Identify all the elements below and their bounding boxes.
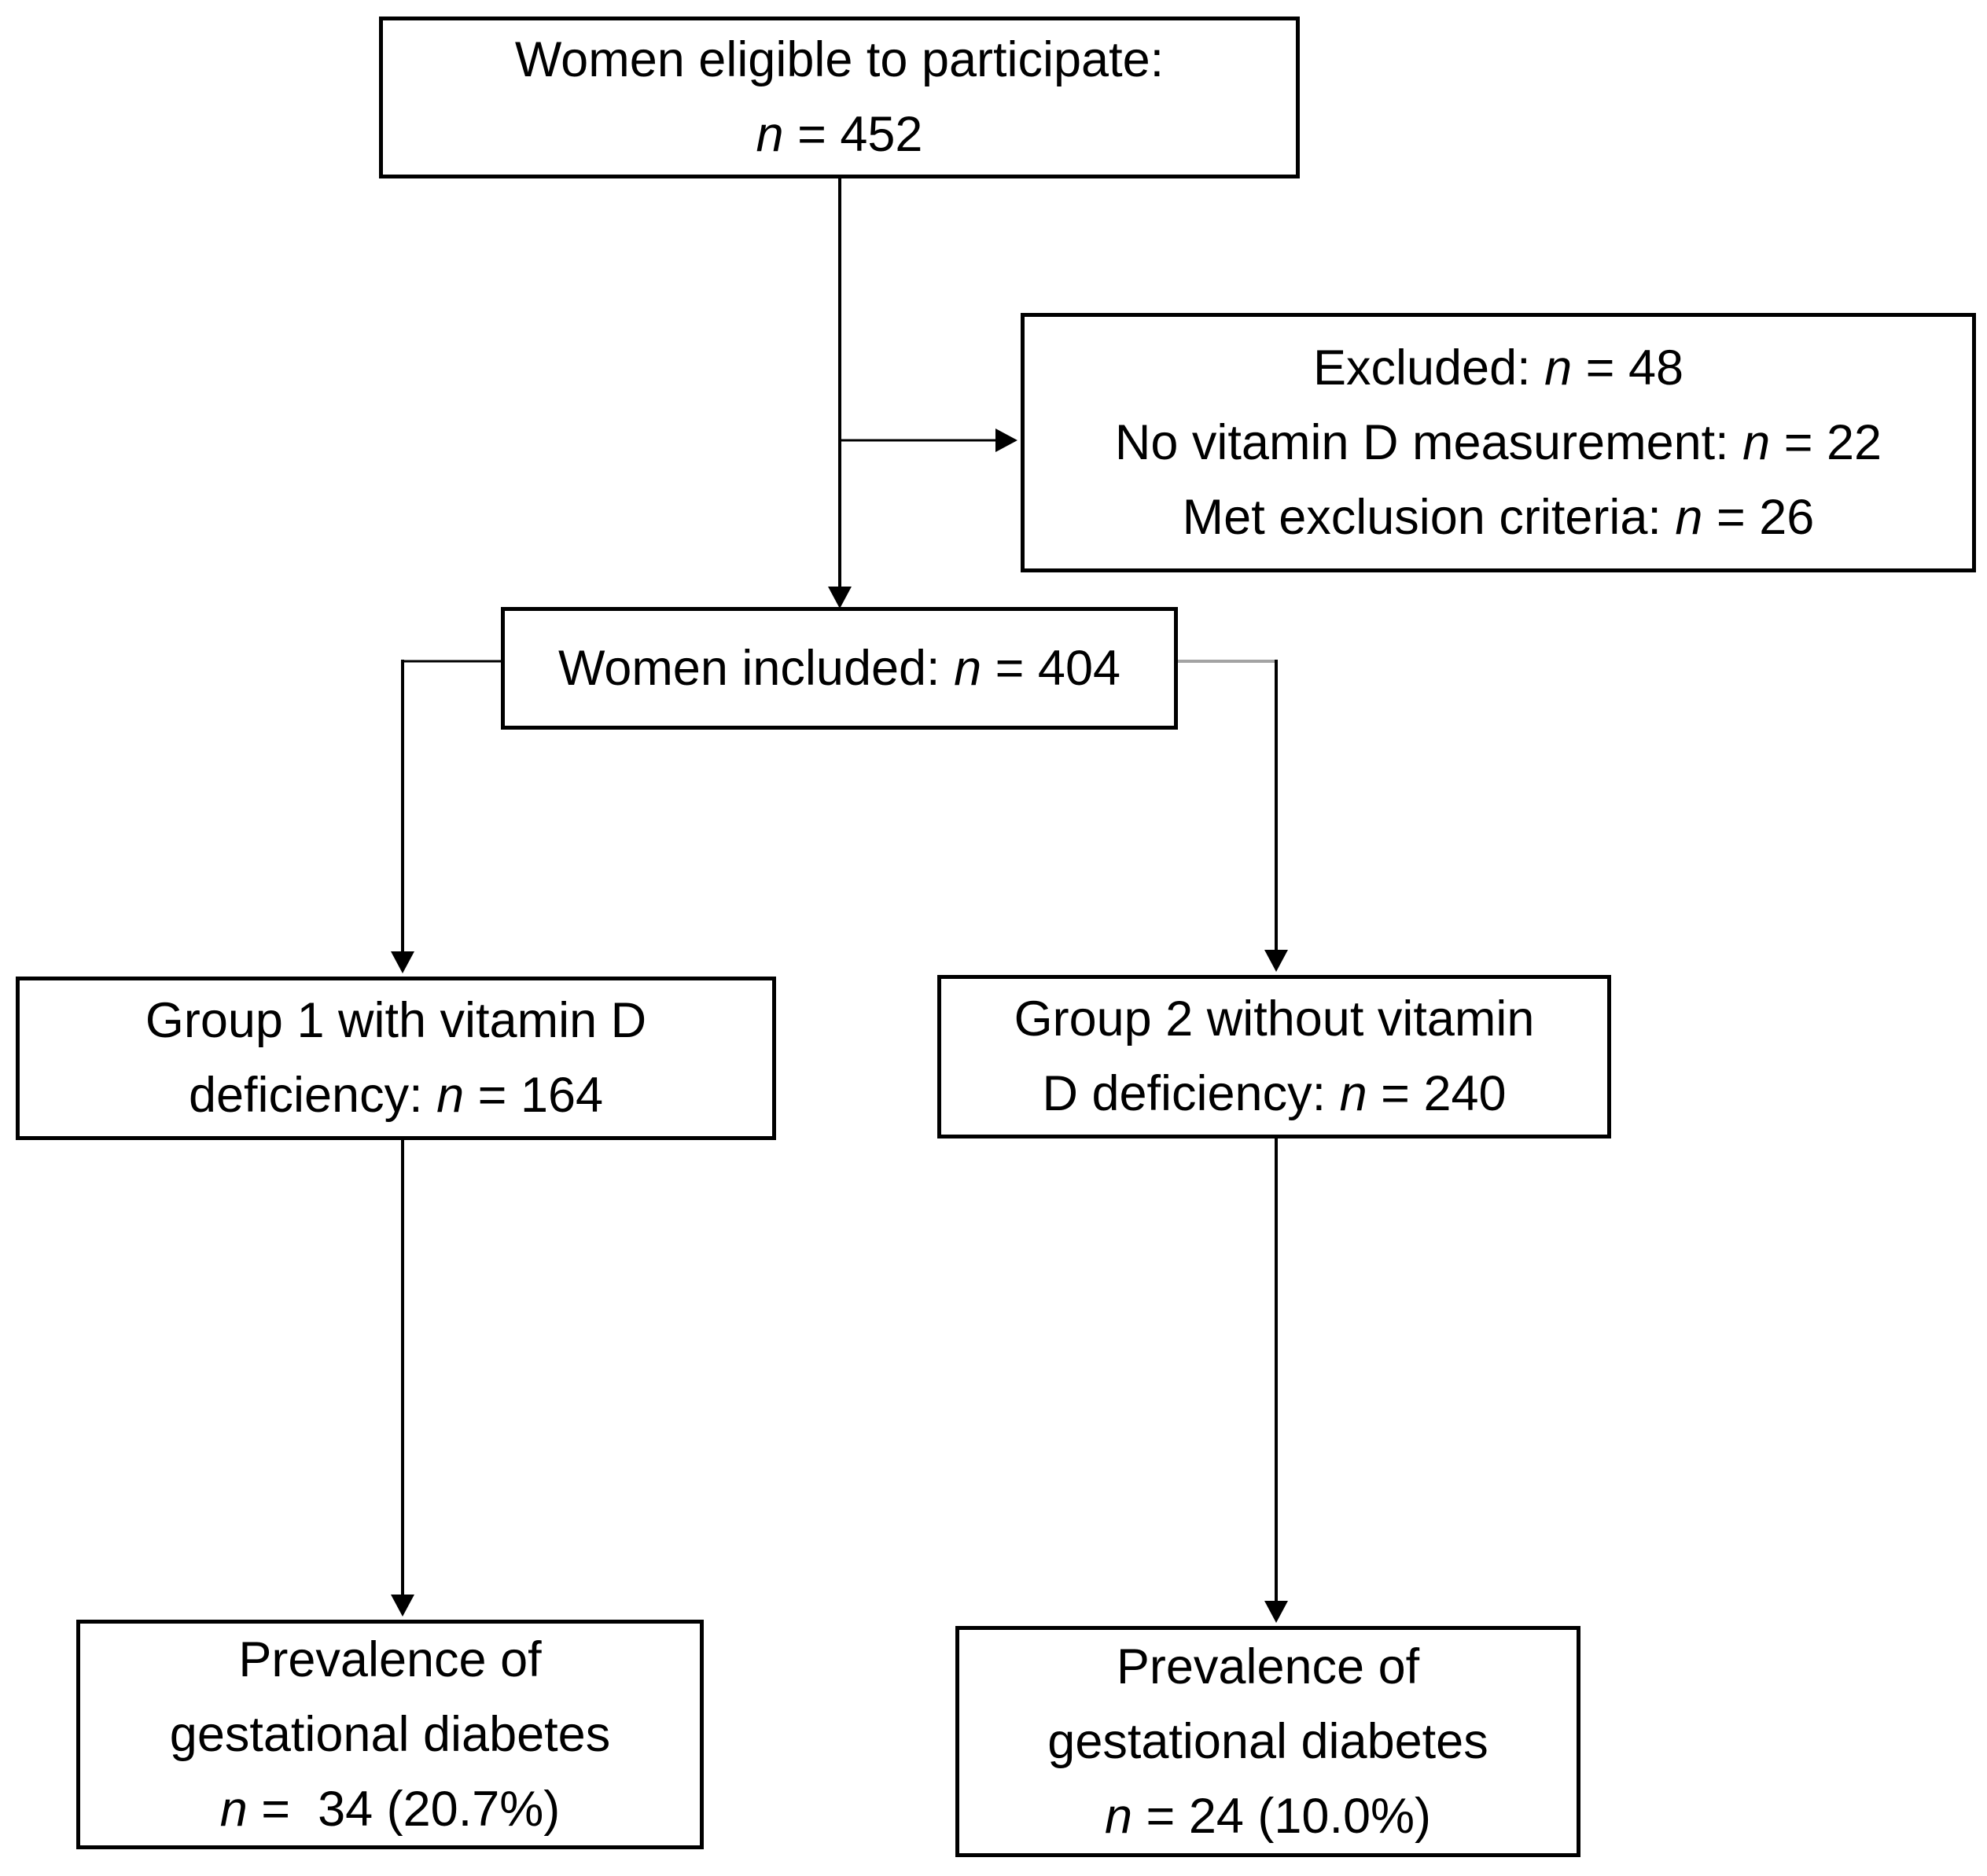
no-vitamin-d-label: No vitamin D measurement: <box>1114 414 1743 470</box>
women-eligible-count: n = 452 <box>756 97 923 172</box>
group1-line1: Group 1 with vitamin D <box>145 984 646 1058</box>
connector-group2-to-prevalence2 <box>1264 1138 1288 1623</box>
n-symbol: n <box>1339 1066 1367 1121</box>
box-prevalence-group2: Prevalence of gestational diabetes n = 2… <box>955 1626 1580 1857</box>
excluded-line3: Met exclusion criteria: n = 26 <box>1183 480 1815 555</box>
box-women-eligible: Women eligible to participate: n = 452 <box>379 17 1300 178</box>
box-prevalence-group1: Prevalence of gestational diabetes n = 3… <box>76 1620 704 1849</box>
women-eligible-line1: Women eligible to participate: <box>515 23 1164 97</box>
group2-label: D deficiency: <box>1042 1066 1340 1121</box>
prevalence2-value: = 24 (10.0%) <box>1132 1788 1431 1844</box>
box-excluded: Excluded: n = 48 No vitamin D measuremen… <box>1021 313 1976 572</box>
group1-value: = 164 <box>464 1068 604 1123</box>
group2-line2: D deficiency: n = 240 <box>1042 1057 1506 1131</box>
excluded-line2: No vitamin D measurement: n = 22 <box>1115 406 1882 480</box>
prevalence1-line1: Prevalence of <box>238 1623 541 1698</box>
prevalence2-title: Prevalence of <box>1116 1639 1420 1694</box>
excluded-value: = 48 <box>1572 340 1684 395</box>
n-symbol: n <box>219 1781 248 1837</box>
women-included-label: Women included: <box>557 640 955 696</box>
prevalence1-count: n = 34 (20.7%) <box>220 1772 561 1847</box>
women-eligible-value: = 452 <box>783 107 923 162</box>
connector-group1-to-prevalence1 <box>391 1140 414 1617</box>
box-group2: Group 2 without vitamin D deficiency: n … <box>937 975 1611 1138</box>
connector-included-to-group1 <box>391 660 501 973</box>
prevalence2-line1: Prevalence of <box>1117 1630 1419 1705</box>
group2-line1: Group 2 without vitamin <box>1014 982 1535 1057</box>
n-symbol: n <box>1675 489 1703 545</box>
group1-label: deficiency: <box>188 1068 437 1123</box>
group1-line2: deficiency: n = 164 <box>189 1058 603 1133</box>
women-included-value: = 404 <box>981 640 1121 696</box>
prevalence2-count: n = 24 (10.0%) <box>1105 1779 1431 1854</box>
prevalence1-line2: gestational diabetes <box>170 1698 610 1772</box>
group2-title: Group 2 without vitamin <box>1014 991 1535 1047</box>
prevalence2-subtitle: gestational diabetes <box>1047 1713 1488 1769</box>
n-symbol: n <box>954 640 982 696</box>
box-women-included: Women included: n = 404 <box>501 607 1178 730</box>
prevalence1-title: Prevalence of <box>238 1631 542 1687</box>
prevalence1-value: = 34 (20.7%) <box>247 1781 561 1837</box>
excluded-line1: Excluded: n = 48 <box>1313 331 1683 406</box>
connector-branch-to-excluded <box>840 429 1017 452</box>
no-vitamin-d-value: = 22 <box>1770 414 1882 470</box>
n-symbol: n <box>1104 1788 1133 1844</box>
women-eligible-text: Women eligible to participate: <box>514 32 1165 87</box>
exclusion-criteria-value: = 26 <box>1702 489 1815 545</box>
n-symbol: n <box>1742 414 1771 470</box>
connector-included-to-group2 <box>1176 660 1288 972</box>
excluded-label: Excluded: <box>1312 340 1545 395</box>
exclusion-criteria-label: Met exclusion criteria: <box>1182 489 1676 545</box>
n-symbol: n <box>756 107 784 162</box>
group1-title: Group 1 with vitamin D <box>145 993 647 1048</box>
n-symbol: n <box>436 1068 465 1123</box>
prevalence1-subtitle: gestational diabetes <box>169 1706 611 1762</box>
women-included-line: Women included: n = 404 <box>558 631 1120 706</box>
group2-value: = 240 <box>1367 1066 1507 1121</box>
prevalence2-line2: gestational diabetes <box>1047 1705 1488 1779</box>
connector-eligible-to-included <box>828 178 852 609</box>
n-symbol: n <box>1544 340 1573 395</box>
box-group1: Group 1 with vitamin D deficiency: n = 1… <box>16 977 776 1140</box>
